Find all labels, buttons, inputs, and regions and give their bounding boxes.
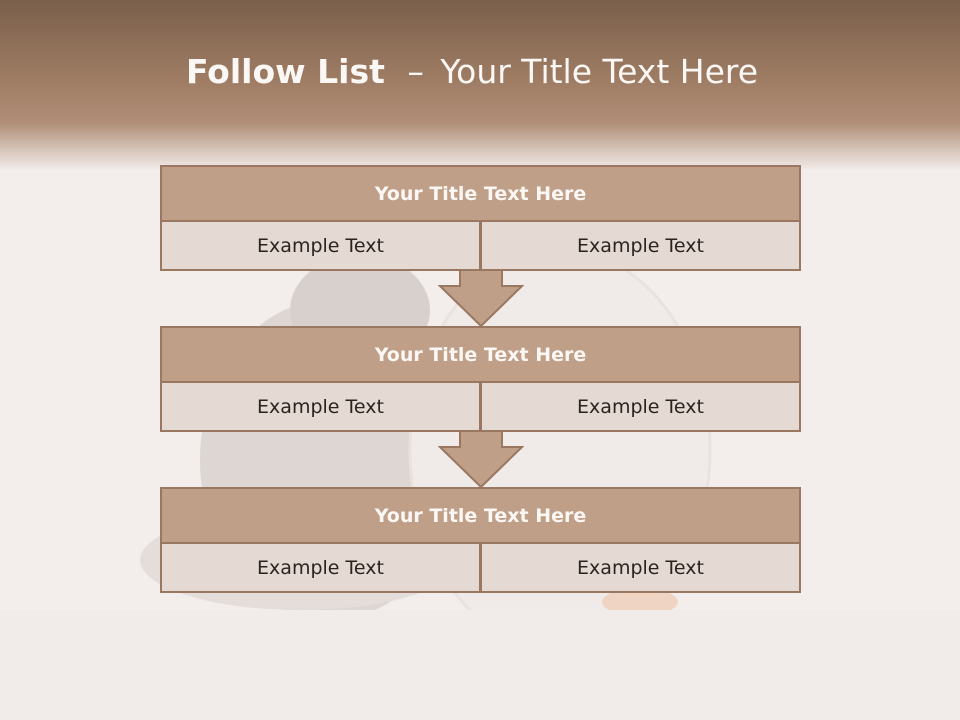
slide-title: Follow List – Your Title Text Here xyxy=(0,52,944,91)
block-title: Your Title Text Here xyxy=(160,165,801,222)
down-arrow-icon xyxy=(438,270,524,328)
list-block-2: Your Title Text Here Example Text Exampl… xyxy=(160,326,801,432)
block-title: Your Title Text Here xyxy=(160,487,801,544)
slide-title-separator: – xyxy=(407,52,424,91)
block-cell-right: Example Text xyxy=(480,222,801,271)
list-block-3: Your Title Text Here Example Text Exampl… xyxy=(160,487,801,593)
slide-title-rest: Your Title Text Here xyxy=(440,52,759,91)
block-cell-left: Example Text xyxy=(160,383,481,432)
block-cell-right: Example Text xyxy=(480,544,801,593)
block-cell-left: Example Text xyxy=(160,544,481,593)
block-cell-left: Example Text xyxy=(160,222,481,271)
block-cell-right: Example Text xyxy=(480,383,801,432)
down-arrow-icon xyxy=(438,431,524,489)
block-title: Your Title Text Here xyxy=(160,326,801,383)
header-band xyxy=(0,0,960,170)
slide-title-bold: Follow List xyxy=(185,52,385,91)
list-block-1: Your Title Text Here Example Text Exampl… xyxy=(160,165,801,271)
